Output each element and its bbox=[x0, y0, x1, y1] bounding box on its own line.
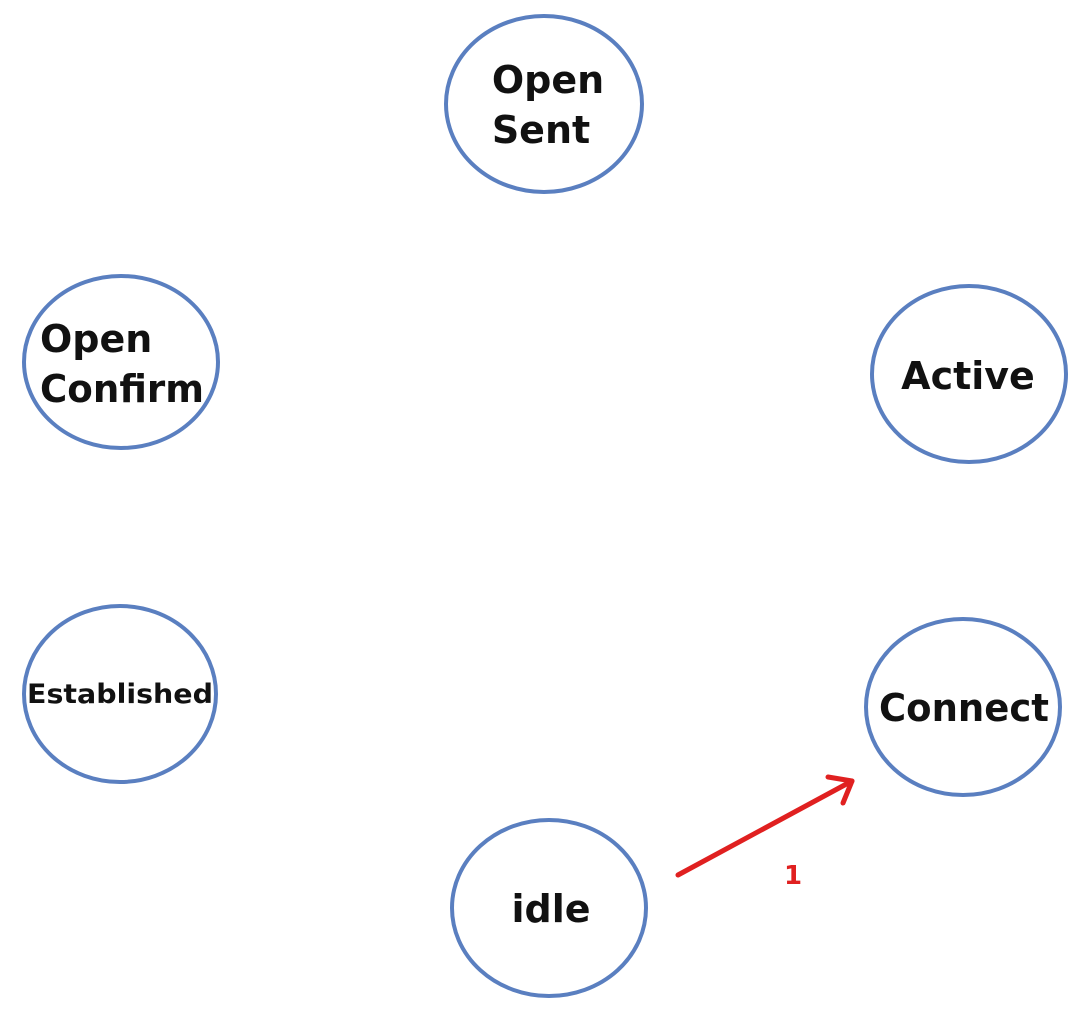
state-open-confirm: Open Confirm bbox=[22, 274, 220, 450]
transition-arrow-line bbox=[675, 778, 855, 878]
state-connect: Connect bbox=[864, 617, 1062, 797]
state-open-confirm-ellipse bbox=[22, 274, 220, 450]
state-active: Active bbox=[870, 284, 1068, 464]
state-established: Established bbox=[22, 604, 218, 784]
state-active-label: Active bbox=[901, 354, 1035, 398]
transition-label: 1 bbox=[784, 861, 802, 891]
transition-idle-to-connect: 1 bbox=[675, 774, 855, 891]
state-idle-label: idle bbox=[511, 887, 590, 931]
state-established-ellipse bbox=[22, 604, 218, 784]
state-open-sent-label-line1: Open bbox=[492, 58, 604, 102]
state-open-sent-ellipse bbox=[444, 14, 644, 194]
state-connect-ellipse bbox=[864, 617, 1062, 797]
state-open-sent-label-line2: Sent bbox=[492, 108, 590, 152]
state-active-ellipse bbox=[870, 284, 1068, 464]
state-idle-ellipse bbox=[450, 818, 648, 998]
state-open-confirm-label-line1: Open bbox=[40, 317, 152, 361]
state-idle: idle bbox=[450, 818, 648, 998]
transition-arrowhead bbox=[825, 774, 855, 806]
state-open-confirm-label-line2: Confirm bbox=[40, 367, 204, 411]
state-connect-label: Connect bbox=[879, 686, 1049, 730]
state-open-sent: Open Sent bbox=[444, 14, 644, 194]
state-established-label: Established bbox=[27, 679, 213, 710]
